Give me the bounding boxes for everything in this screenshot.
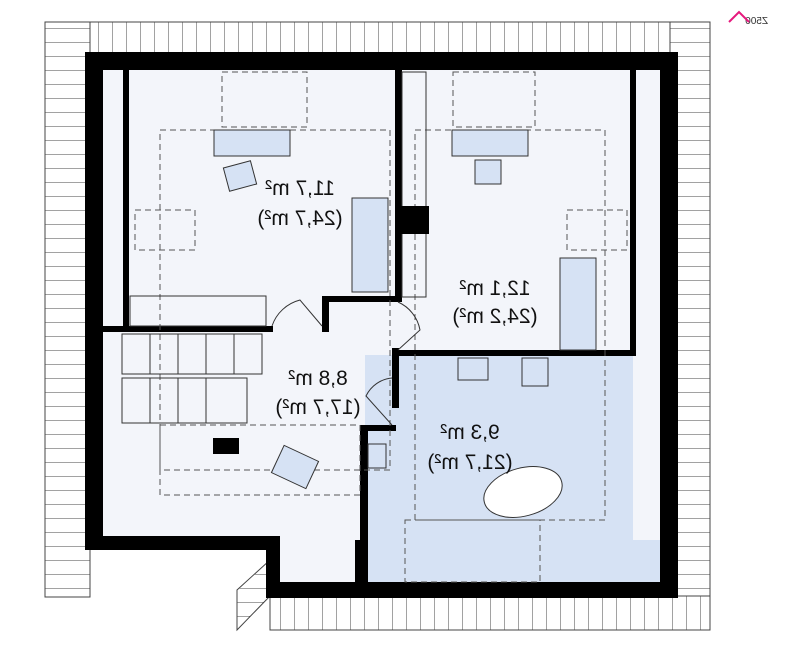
- chimney: [213, 438, 239, 454]
- wardrobe-hall: [129, 295, 267, 327]
- room-total-area: (21,7 m²): [427, 451, 512, 474]
- outer-walls: [85, 52, 678, 598]
- room-total-area: (24,7 m²): [257, 207, 342, 230]
- room-area: 12,1 m²: [459, 277, 530, 300]
- chair-left: [222, 160, 258, 192]
- door-right: [397, 301, 421, 351]
- logo-roof-icon: [728, 10, 750, 23]
- desk-right: [451, 129, 529, 157]
- room-label-bedroom-left: 11,7 m² (24,7 m²): [257, 177, 342, 230]
- sink: [457, 357, 489, 381]
- logo: Z500: [728, 10, 768, 27]
- furniture: [121, 71, 628, 583]
- room-label-bedroom-right: 12,1 m² (24,2 m²): [452, 277, 537, 328]
- room-total-area: (24,2 m²): [452, 305, 537, 328]
- interior-walls: [103, 70, 636, 585]
- bathroom-floor: [365, 355, 633, 585]
- stairs: [121, 333, 263, 424]
- room-area: 11,7 m²: [265, 177, 335, 200]
- bed-left: [351, 197, 389, 293]
- bathtub: [483, 466, 563, 518]
- wardrobe: [401, 71, 427, 298]
- room-total-area: (17,7 m²): [275, 396, 360, 419]
- door-bath: [365, 377, 393, 426]
- desk-left: [213, 129, 291, 157]
- shower: [521, 357, 549, 387]
- room-label-bathroom: 9,3 m² (21,7 m²): [427, 421, 512, 474]
- room-label-hall: 8,8 m² (17,7 m²): [275, 367, 360, 419]
- door-left: [271, 299, 323, 327]
- toilet: [367, 443, 387, 469]
- svg-text:Z500: Z500: [745, 16, 768, 27]
- room-area: 8,8 m²: [288, 367, 348, 390]
- bed-right: [559, 257, 597, 351]
- roof: [44, 21, 711, 632]
- chair-right: [474, 159, 502, 185]
- room-area: 9,3 m²: [440, 421, 500, 444]
- armchair: [270, 444, 320, 490]
